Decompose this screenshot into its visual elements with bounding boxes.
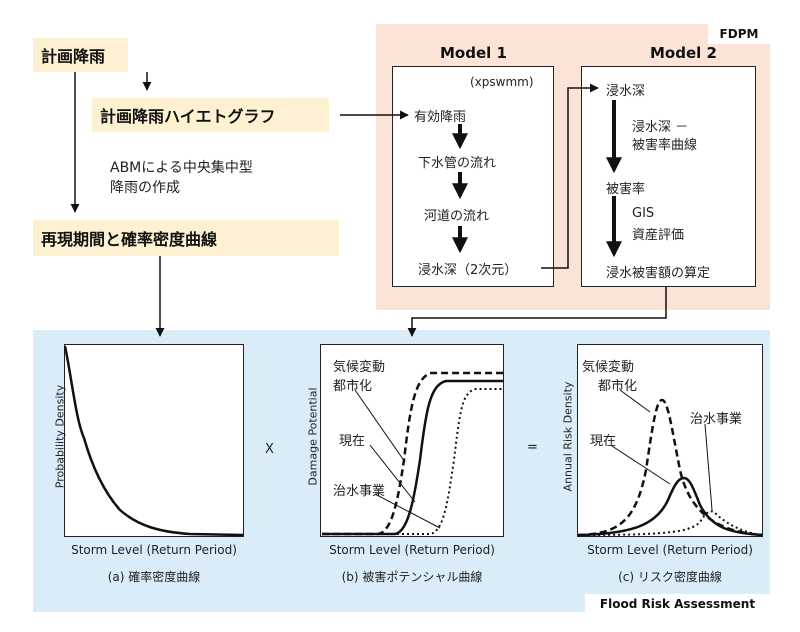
- plot-c-label-urbanization: 都市化: [598, 379, 638, 394]
- plot-c-label-flood-control: 治水事業: [690, 412, 743, 427]
- model2-step-damage-rate: 被害率: [606, 182, 646, 197]
- multiply-operator: X: [265, 442, 274, 457]
- plot-c-ylabel: Annual Risk Density: [561, 381, 575, 492]
- model1-box: [392, 66, 554, 287]
- fdpm-tag: FDPM: [708, 24, 770, 44]
- equals-operator: =: [527, 440, 538, 455]
- model2-box: [581, 66, 756, 287]
- model1-step-river-flow: 河道の流れ: [424, 209, 490, 224]
- model1-step-sewer-flow: 下水管の流れ: [418, 156, 497, 171]
- hyetograph-box: 計画降雨ハイエトグラフ: [92, 98, 329, 132]
- plot-b-caption: (b) 被害ポテンシャル曲線: [341, 570, 483, 584]
- plot-b-xlabel: Storm Level (Return Period): [329, 543, 495, 557]
- plot-b-ylabel: Damage Potential: [306, 387, 320, 486]
- model1-subtitle: (xpswmm): [470, 75, 534, 89]
- plot-a-ylabel: Probability Density: [53, 384, 67, 489]
- model1-step-inundation-depth: 浸水深（2次元）: [418, 263, 518, 278]
- model2-step-inundation-depth: 浸水深: [606, 84, 646, 99]
- abm-note-line1: ABMによる中央集中型: [110, 160, 253, 176]
- model2-note-gis-line1: GIS: [632, 206, 655, 221]
- rainfall-box: 計画降雨: [33, 38, 128, 72]
- plot-a-frame: [64, 344, 244, 537]
- model2-step-damage-amount: 浸水被害額の算定: [606, 266, 711, 281]
- plot-b-label-climate-change: 気候変動: [333, 360, 386, 375]
- abm-note-line2: 降雨の作成: [110, 180, 180, 196]
- plot-a-caption: (a) 確率密度曲線: [107, 570, 201, 584]
- model2-note-depth-damage-line2: 被害率曲線: [632, 138, 698, 153]
- model1-step-effective-rainfall: 有効降雨: [414, 110, 467, 125]
- model2-note-depth-damage-line1: 浸水深 －: [632, 120, 689, 135]
- plot-c-caption: (c) リスク密度曲線: [618, 570, 722, 584]
- plot-c-label-present: 現在: [590, 434, 617, 449]
- model2-title: Model 2: [650, 44, 717, 62]
- return-period-box: 再現期間と確率密度曲線: [33, 220, 339, 256]
- plot-b-label-urbanization: 都市化: [333, 379, 373, 394]
- plot-b-label-present: 現在: [339, 434, 366, 449]
- plot-c-xlabel: Storm Level (Return Period): [587, 543, 753, 557]
- model2-note-gis-line2: 資産評価: [632, 228, 685, 243]
- plot-c-label-climate-change: 気候変動: [582, 360, 635, 375]
- plot-b-label-flood-control: 治水事業: [333, 484, 386, 499]
- model1-title: Model 1: [440, 44, 507, 62]
- plot-a-xlabel: Storm Level (Return Period): [71, 543, 237, 557]
- flood-risk-assessment-tag: Flood Risk Assessment: [585, 594, 770, 614]
